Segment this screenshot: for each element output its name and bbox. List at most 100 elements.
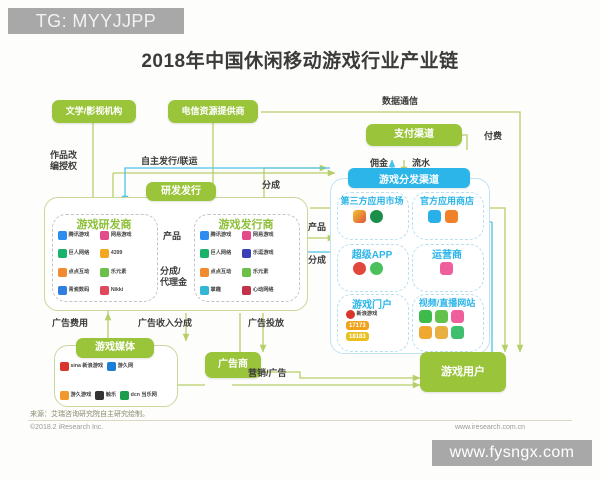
developer-logo-1: 网易游戏 — [100, 231, 142, 240]
developer-logo-mark-0 — [58, 231, 67, 240]
publisher-logo-label-6: 掌趣 — [210, 286, 221, 293]
copyright: ©2018.2 iResearch Inc. — [30, 424, 104, 431]
developer-logo-label-1: 网易游戏 — [110, 231, 132, 238]
channel-title-0: 第三方应用市场 — [340, 196, 404, 206]
video-live-icons — [419, 310, 479, 339]
wechat-icon — [370, 262, 383, 275]
media-logo-0: sina 新浪游戏 — [60, 362, 103, 371]
edge-self-publish: 自主发行/联运 — [141, 156, 198, 166]
node-payment[interactable]: 支付渠道 — [366, 124, 462, 146]
node-advertiser[interactable]: 广告商 — [205, 352, 261, 378]
channel-official-store[interactable] — [412, 192, 484, 240]
wandoujia-icon — [353, 210, 366, 223]
17173-logo: 17173 — [346, 321, 369, 330]
channel-title-1: 官方应用商店 — [419, 196, 474, 206]
edge-revenue: 流水 — [412, 158, 431, 168]
watermark-bottom: www.fysngx.com — [432, 440, 592, 466]
channel-operator[interactable] — [412, 244, 484, 292]
developer-group — [52, 214, 158, 302]
developer-logo-label-0: 腾讯游戏 — [68, 231, 90, 238]
developer-logo-mark-4 — [58, 267, 67, 277]
node-distribution[interactable]: 游戏分发渠道 — [348, 168, 470, 188]
media-logo-mark-4 — [120, 391, 130, 400]
channel-third-party-market[interactable] — [337, 192, 409, 240]
edge-share-agency: 分成/ 代理金 — [160, 266, 188, 287]
publisher-logo-label-3: 乐逗游戏 — [252, 250, 274, 257]
publisher-logo-mark-7 — [242, 285, 252, 295]
media-logo-label-3: 触乐 — [105, 391, 117, 398]
developer-logo-mark-1 — [100, 231, 110, 240]
publisher-logo-mark-1 — [242, 231, 252, 240]
edge-ad-placement: 广告投放 — [248, 318, 285, 328]
edge-paid: 付费 — [484, 131, 503, 141]
game-portal-logos: 新浪游戏 17173 18183 — [346, 310, 377, 341]
publisher-logo-5: 乐元素 — [242, 267, 284, 277]
node-literature[interactable]: 文学/影视机构 — [52, 100, 136, 123]
edge-ad-revenue-share: 广告收入分成 — [138, 318, 193, 328]
developer-logo-4: 点点互动 — [58, 267, 100, 277]
publisher-logo-label-5: 乐元素 — [252, 268, 269, 275]
publisher-group — [194, 214, 300, 302]
channel-title-4: 游戏门户 — [352, 300, 392, 311]
edge-product-right: 产品 — [308, 222, 327, 232]
developer-logo-2: 巨人网络 — [58, 249, 100, 259]
vendor-store-icon — [445, 210, 458, 223]
media-logo-label-2: 游久游戏 — [70, 391, 92, 398]
publisher-logo-label-4: 点点互动 — [210, 268, 232, 275]
edge-ad-fee: 广告费用 — [52, 318, 89, 328]
yy-live-icon — [451, 326, 464, 339]
edge-commission: 佣金 — [370, 158, 389, 168]
publisher-title: 游戏发行商 — [218, 219, 274, 231]
channel-title-5: 视频/直播网站 — [418, 298, 476, 308]
node-telecom[interactable]: 电信资源提供商 — [168, 100, 258, 123]
channel-game-portal[interactable] — [337, 294, 409, 352]
channel-title-3: 运营商 — [432, 250, 462, 261]
media-logo-mark-0 — [60, 362, 69, 371]
publisher-logo-6: 掌趣 — [200, 285, 242, 295]
official-store-icons — [428, 210, 458, 223]
appstore-icon — [428, 210, 441, 223]
media-logo-3: 触乐 — [95, 391, 116, 400]
developer-logo-label-2: 巨人网络 — [68, 250, 90, 257]
media-logo-mark-2 — [60, 391, 69, 400]
publisher-logo-label-2: 巨人网络 — [210, 250, 232, 257]
iqiyi-icon — [419, 310, 432, 323]
developer-logo-5: 乐元素 — [100, 267, 142, 277]
weibo-icon — [353, 262, 366, 275]
360-market-icon — [370, 210, 383, 223]
media-logo-mark-1 — [107, 362, 117, 371]
developer-logo-mark-3 — [100, 249, 110, 259]
edge-data-comm: 数据通信 — [382, 96, 419, 106]
source-note: 来源：艾瑞咨询研究院自主研究绘制。 — [30, 411, 149, 418]
edge-adaptation: 作品改 编授权 — [50, 150, 78, 171]
media-logo-label-0: sina 新浪游戏 — [70, 362, 104, 369]
publisher-logo-3: 乐逗游戏 — [242, 249, 284, 259]
publisher-logo-label-7: 心动网络 — [252, 286, 274, 293]
edge-share-top: 分成 — [262, 180, 281, 190]
panda-tv-icon — [435, 326, 448, 339]
publisher-logo-0: 腾讯游戏 — [200, 231, 242, 240]
channel-video-live[interactable] — [412, 294, 484, 352]
publisher-logo-mark-4 — [200, 267, 209, 277]
third-party-icons — [353, 210, 383, 223]
node-rd-publish[interactable]: 研发发行 — [146, 182, 216, 201]
publisher-logo-label-1: 网易游戏 — [252, 231, 274, 238]
developer-logo-label-5: 乐元素 — [110, 268, 127, 275]
media-logo-1: 游久网 — [107, 362, 133, 371]
publisher-logo-mark-5 — [242, 267, 252, 277]
developer-logo-label-4: 点点互动 — [68, 268, 90, 275]
node-users[interactable]: 游戏用户 — [420, 352, 506, 392]
qq-video-icon — [435, 310, 448, 323]
sina-games-logo: 新浪游戏 — [346, 310, 377, 319]
developer-logo-mark-7 — [100, 285, 110, 295]
publisher-logo-mark-2 — [200, 249, 209, 259]
media-logo-mark-3 — [95, 391, 105, 400]
developer-logo-6: 青瓷数码 — [58, 285, 100, 295]
edge-marketing-ad: 营销/广告 — [248, 368, 287, 378]
channel-super-app[interactable] — [337, 244, 409, 292]
developer-logo-3: 4399 — [100, 249, 142, 259]
node-media[interactable]: 游戏媒体 — [76, 338, 154, 358]
